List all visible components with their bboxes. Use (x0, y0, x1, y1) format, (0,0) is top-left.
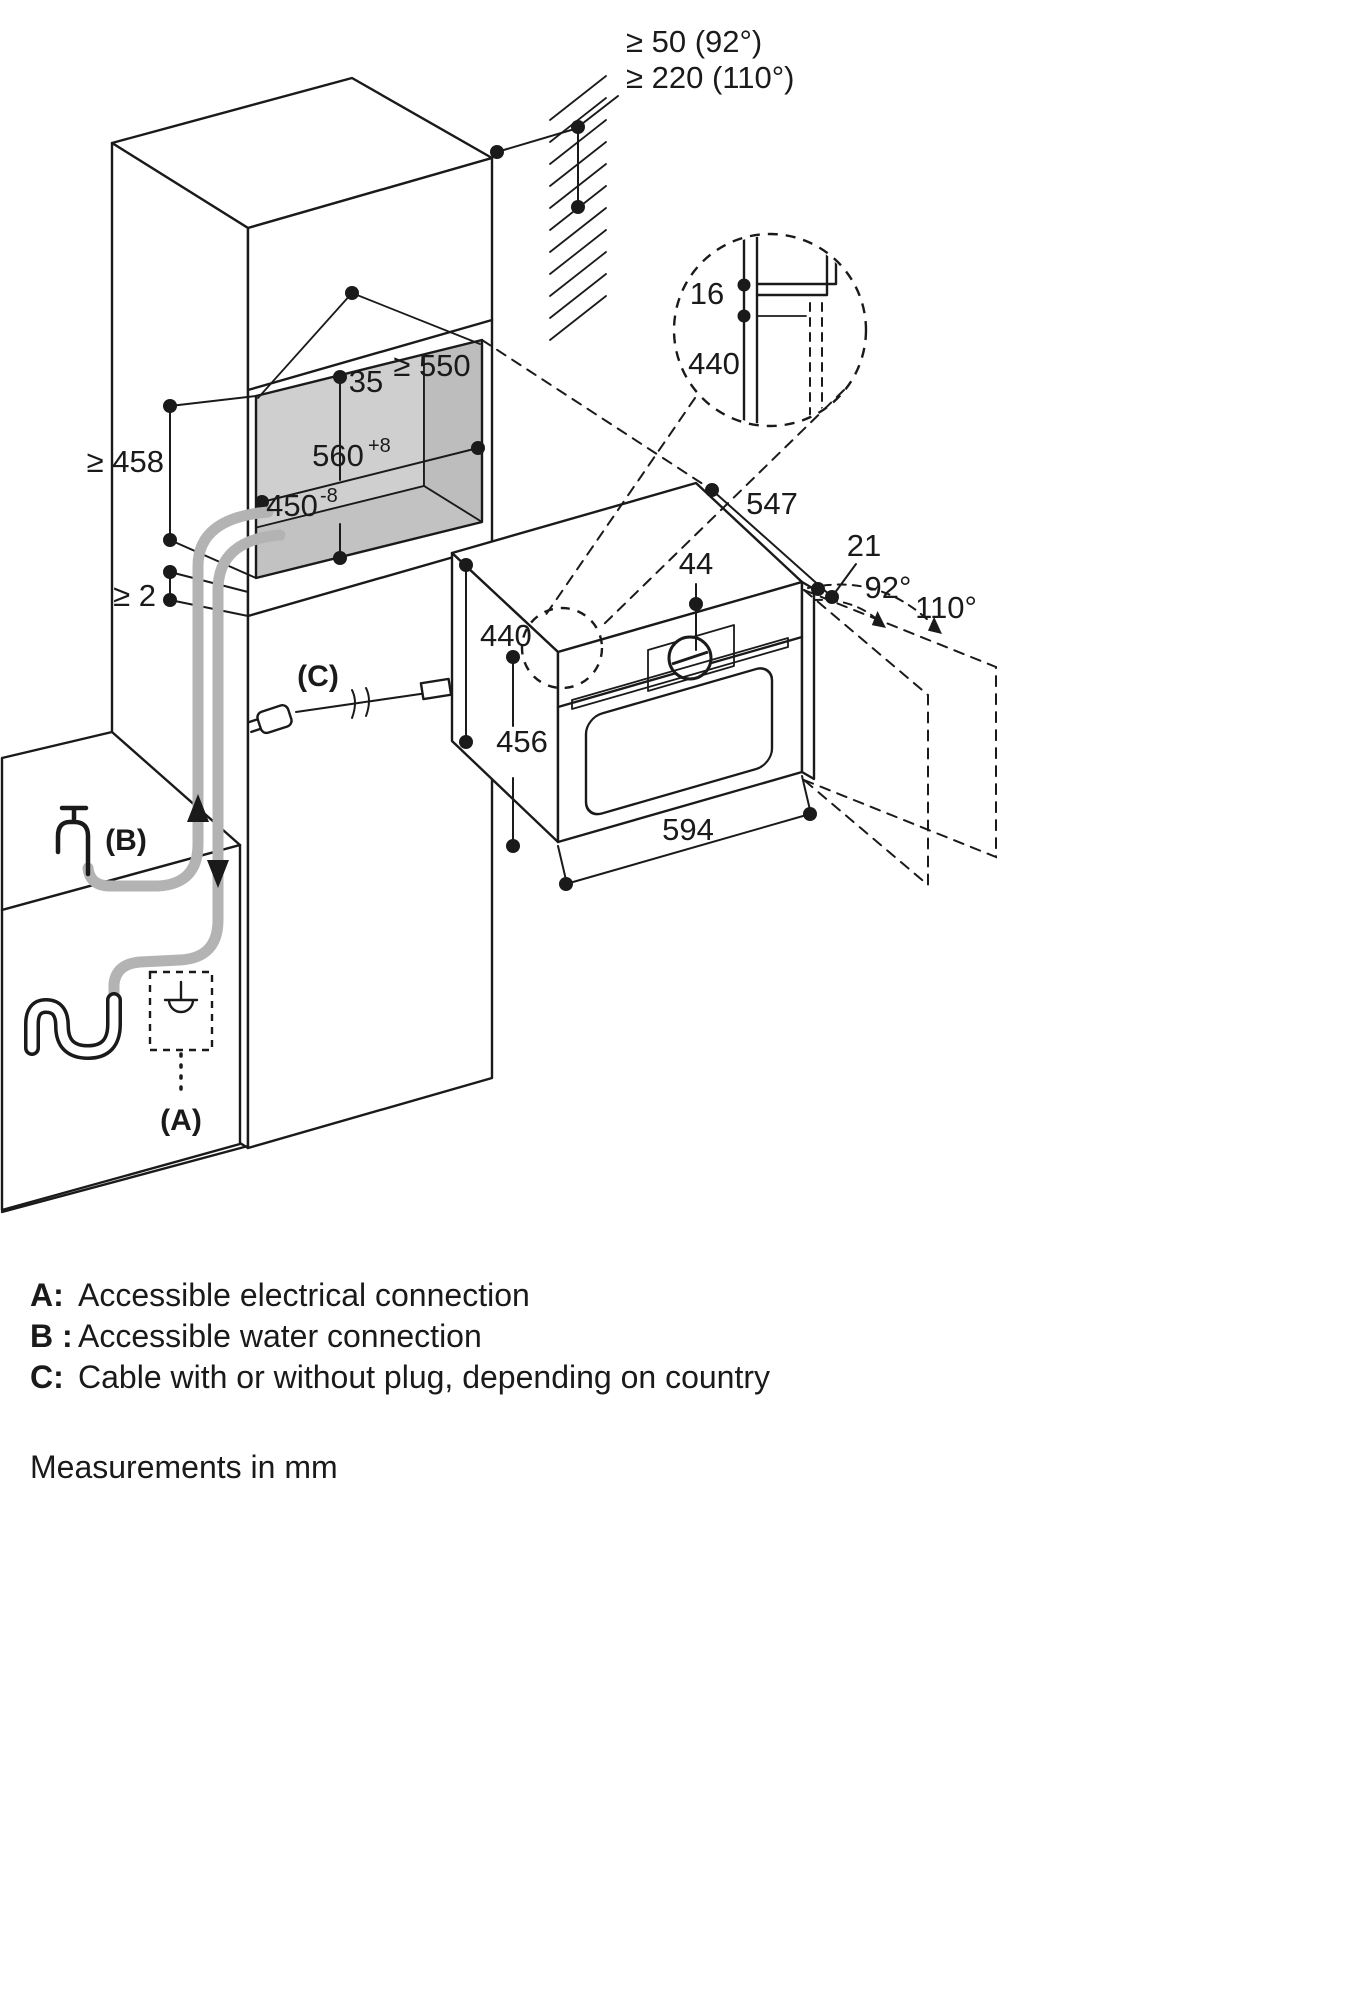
legend-key-a: A: (30, 1277, 64, 1313)
oven-dim-456: 456 (496, 724, 548, 759)
detail-connector-lines (544, 389, 845, 629)
niche-dim-2: ≥ 2 (113, 578, 156, 613)
detail-dim-440: 440 (688, 346, 740, 381)
cable-break-marks (351, 687, 370, 719)
oven (450, 481, 816, 844)
electrical-connection (148, 970, 214, 1100)
legend-key-b: B : (30, 1318, 73, 1354)
oven-dim-440: 440 (480, 618, 532, 653)
water-pipes (82, 506, 286, 1010)
oven-dim-21: 21 (847, 528, 881, 563)
detail-circle (520, 232, 868, 690)
socket-dashed-box (148, 970, 214, 1052)
niche-dim-560-sup: +8 (368, 435, 391, 457)
knob-grip (671, 650, 709, 666)
cable-with-plug (247, 677, 453, 735)
clearance-line2: ≥ 220 (110°) (626, 60, 794, 95)
angle-92: 92° (865, 570, 912, 605)
siphon-icon (24, 992, 122, 1061)
detail-target-circle (520, 606, 604, 690)
door-handle (571, 637, 789, 710)
flow-arrow-down (207, 860, 229, 888)
clearance-dimension (490, 95, 619, 214)
legend-text-a: Accessible electrical connection (78, 1277, 530, 1313)
water-tap-icon (55, 805, 91, 877)
legend-key-c: C: (30, 1359, 64, 1395)
clearance-line1: ≥ 50 (92°) (626, 24, 762, 59)
drain-pipe (108, 529, 286, 1010)
angle-110: 110° (915, 590, 977, 625)
door-swing (803, 583, 997, 888)
marker-b: (B) (105, 824, 147, 857)
niche-dim-450: 450 (266, 488, 318, 523)
door-110-outline (803, 589, 997, 859)
niche-dimensions (163, 286, 485, 617)
door-window (584, 667, 774, 816)
oven-dimensions (459, 339, 857, 891)
legend: A: Accessible electrical connection B : … (30, 1277, 770, 1485)
projection-line (481, 339, 713, 491)
marker-a: (A) (160, 1104, 202, 1137)
niche-dim-35: 35 (349, 364, 383, 399)
legend-text-b: Accessible water connection (78, 1318, 482, 1354)
detail-dim-16: 16 (690, 276, 724, 311)
oven-dim-44: 44 (679, 546, 713, 581)
swing-arc-110 (807, 583, 939, 631)
door-92-outline (803, 589, 929, 888)
legend-text-c: Cable with or without plug, depending on… (78, 1359, 770, 1395)
measurements-note: Measurements in mm (30, 1449, 338, 1485)
niche-dim-458: ≥ 458 (87, 444, 164, 479)
oven-dim-594: 594 (662, 812, 714, 847)
arrowhead-92 (871, 611, 886, 628)
oven-door-edge (800, 580, 816, 781)
marker-c: (C) (297, 660, 339, 693)
socket-icon (163, 980, 199, 1014)
niche-dim-550: ≥ 550 (393, 348, 470, 383)
arrowhead-110 (927, 616, 942, 634)
oven-dim-547: 547 (746, 486, 798, 521)
plug-icon (247, 704, 293, 735)
cable-connector (419, 677, 453, 701)
floor-line (0, 1144, 250, 1214)
niche-dim-560: 560 (312, 438, 364, 473)
niche-dim-450-sup: -8 (320, 485, 338, 507)
supply-pipe (82, 506, 274, 892)
labels: ≥ 50 (92°) ≥ 220 (110°) 16 440 35 ≥ 550 … (87, 24, 977, 1137)
flow-arrow-up (187, 794, 209, 822)
